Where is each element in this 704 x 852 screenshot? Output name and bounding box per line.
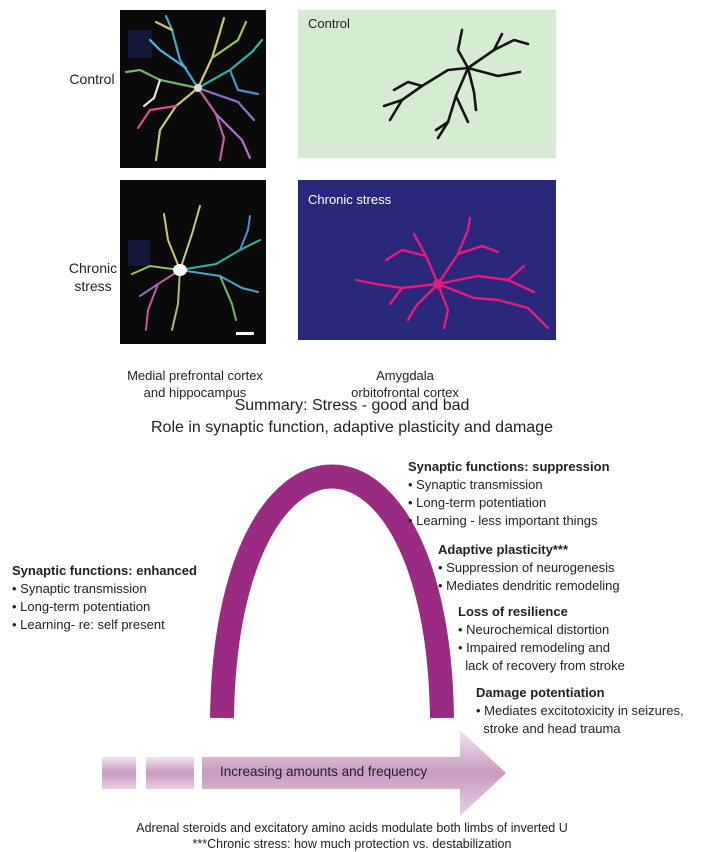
- arrow-label: Increasing amounts and frequency: [220, 764, 427, 779]
- footer-note: Adrenal steroids and excitatory amino ac…: [0, 820, 704, 852]
- list-item: • Learning - less important things: [408, 512, 610, 530]
- list-item: • Mediates dendritic remodeling: [438, 577, 620, 595]
- block-synaptic-suppression: Synaptic functions: suppression • Synapt…: [408, 458, 610, 530]
- footer-line-2: ***Chronic stress: how much protection v…: [0, 836, 704, 852]
- block-adaptive-plasticity: Adaptive plasticity*** • Suppression of …: [438, 541, 620, 595]
- block-damage-potentiation: Damage potentiation • Mediates excitotox…: [476, 684, 684, 738]
- list-item: • Impaired remodeling and: [458, 639, 625, 657]
- block-synaptic-enhanced: Synaptic functions: enhanced • Synaptic …: [12, 562, 197, 634]
- list-item: • Neurochemical distortion: [458, 621, 625, 639]
- list-item: • Long-term potentiation: [12, 598, 197, 616]
- list-item: lack of recovery from stroke: [458, 657, 625, 675]
- heading-damage-potentiation: Damage potentiation: [476, 684, 684, 702]
- list-item: • Learning- re: self present: [12, 616, 197, 634]
- footer-line-1: Adrenal steroids and excitatory amino ac…: [0, 820, 704, 836]
- list-item: stroke and head trauma: [476, 720, 684, 738]
- list-item: • Mediates excitotoxicity in seizures,: [476, 702, 684, 720]
- list-item: • Synaptic transmission: [12, 580, 197, 598]
- list-item: • Synaptic transmission: [408, 476, 610, 494]
- list-item: • Suppression of neurogenesis: [438, 559, 620, 577]
- heading-synaptic-suppression: Synaptic functions: suppression: [408, 458, 610, 476]
- heading-adaptive-plasticity: Adaptive plasticity***: [438, 541, 620, 559]
- list-item: • Long-term potentiation: [408, 494, 610, 512]
- block-loss-of-resilience: Loss of resilience • Neurochemical disto…: [458, 603, 625, 675]
- heading-loss-of-resilience: Loss of resilience: [458, 603, 625, 621]
- heading-synaptic-enhanced: Synaptic functions: enhanced: [12, 562, 197, 580]
